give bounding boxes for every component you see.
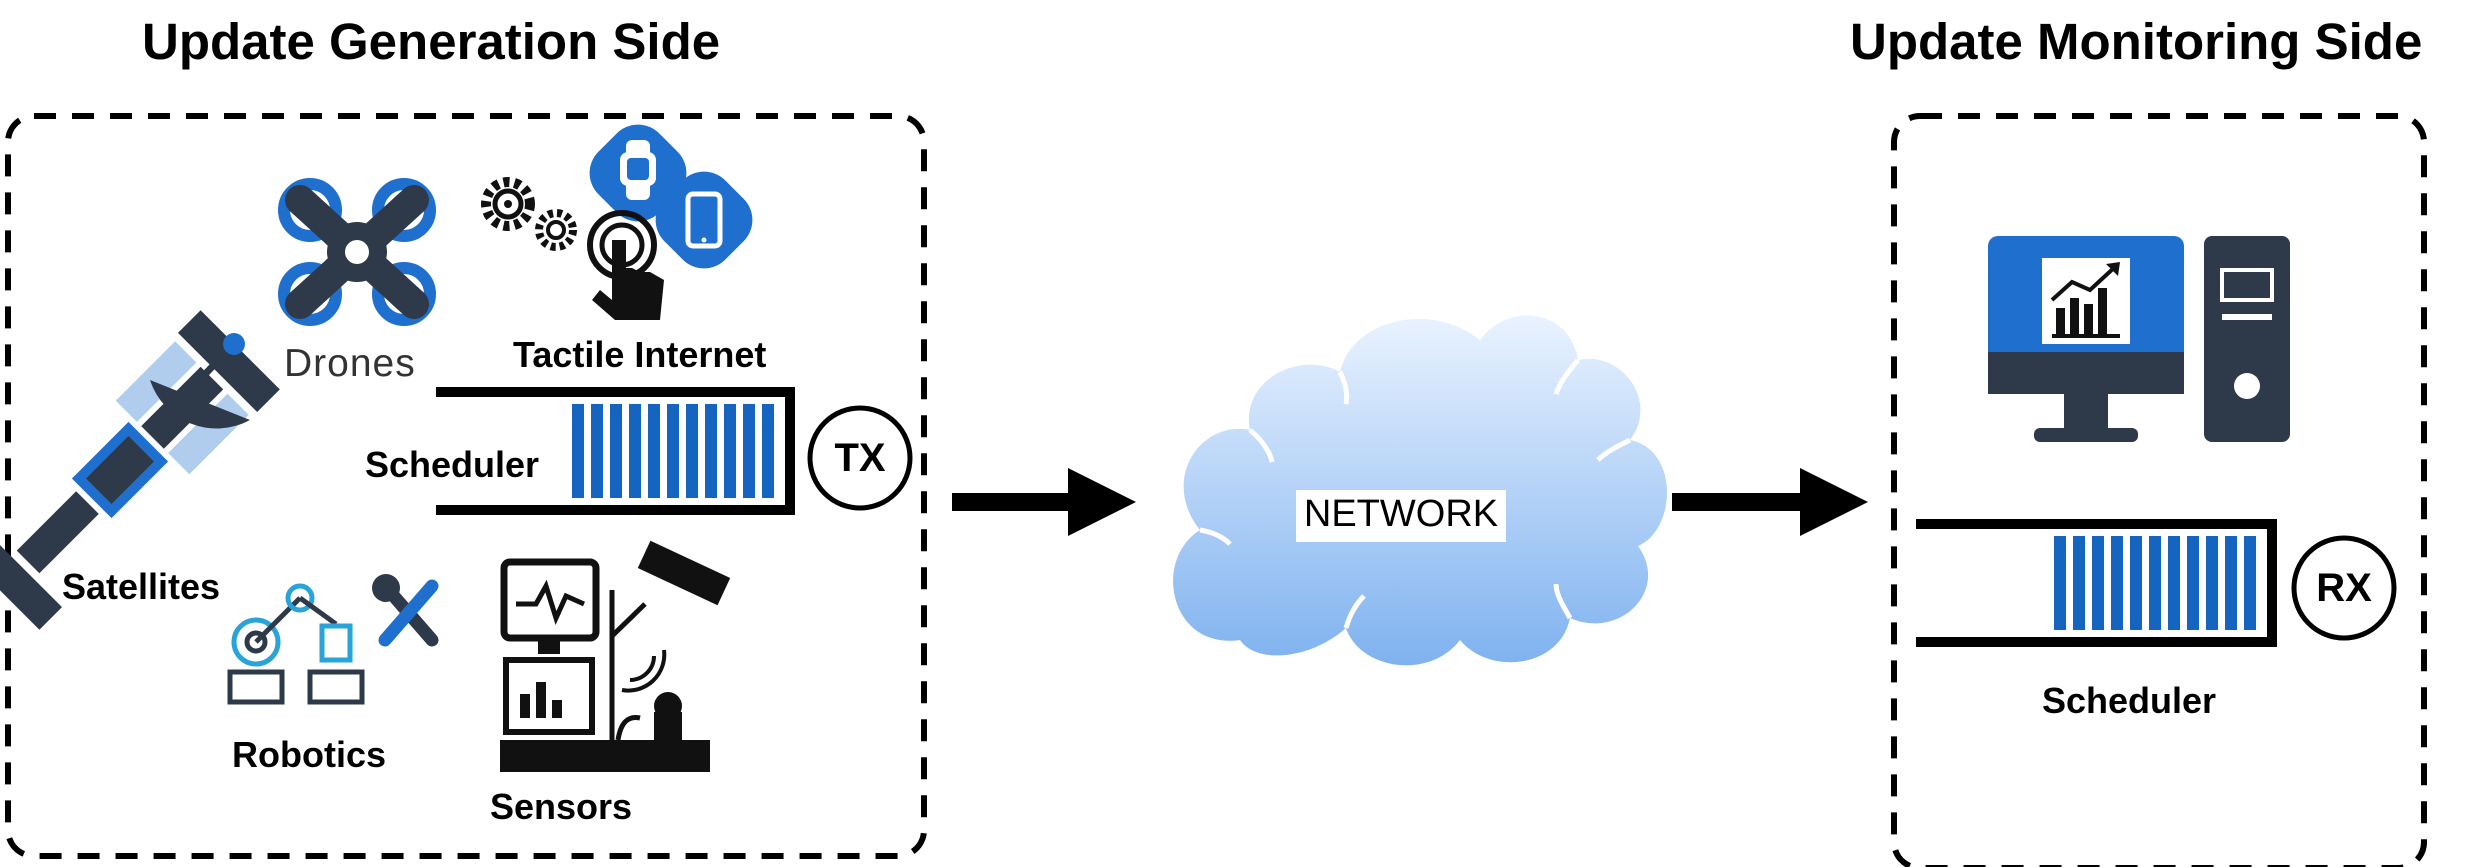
rx-scheduler-label: Scheduler bbox=[2042, 680, 2217, 721]
satellites-label: Satellites bbox=[62, 566, 221, 607]
monitoring-side-box bbox=[1891, 113, 2427, 867]
computer-analytics-icon bbox=[1988, 236, 2290, 442]
sensor-station-icon bbox=[500, 540, 731, 772]
generation-side-title: Update Generation Side bbox=[142, 13, 721, 70]
smartwatch-icon bbox=[589, 124, 687, 222]
tools-icon bbox=[372, 574, 439, 647]
tx-scheduler-label: Scheduler bbox=[365, 444, 540, 485]
tactile-internet-label: Tactile Internet bbox=[513, 334, 767, 375]
robotics-label: Robotics bbox=[232, 734, 387, 775]
tx-label: TX bbox=[834, 436, 886, 480]
tablet-icon bbox=[655, 171, 753, 269]
network-label-bg bbox=[1296, 490, 1506, 542]
rx-queue bbox=[1916, 519, 2277, 647]
sensors-label: Sensors bbox=[490, 786, 633, 827]
arrow-to-monitoring bbox=[1672, 468, 1868, 536]
touch-hand-icon bbox=[587, 210, 664, 320]
drone-icon bbox=[278, 178, 436, 326]
tx-circle bbox=[807, 405, 913, 511]
monitoring-side-title: Update Monitoring Side bbox=[1850, 13, 2423, 70]
rx-label: RX bbox=[2316, 566, 2372, 610]
drones-label: Drones bbox=[284, 342, 416, 385]
generation-side-box bbox=[5, 113, 927, 859]
arrow-to-network bbox=[952, 468, 1136, 536]
robot-arm-icon bbox=[227, 583, 365, 705]
gears-icon bbox=[481, 177, 577, 251]
network-label: NETWORK bbox=[1303, 493, 1499, 535]
rx-circle bbox=[2291, 535, 2397, 641]
satellite-icon bbox=[0, 310, 280, 630]
tx-queue bbox=[436, 387, 795, 515]
